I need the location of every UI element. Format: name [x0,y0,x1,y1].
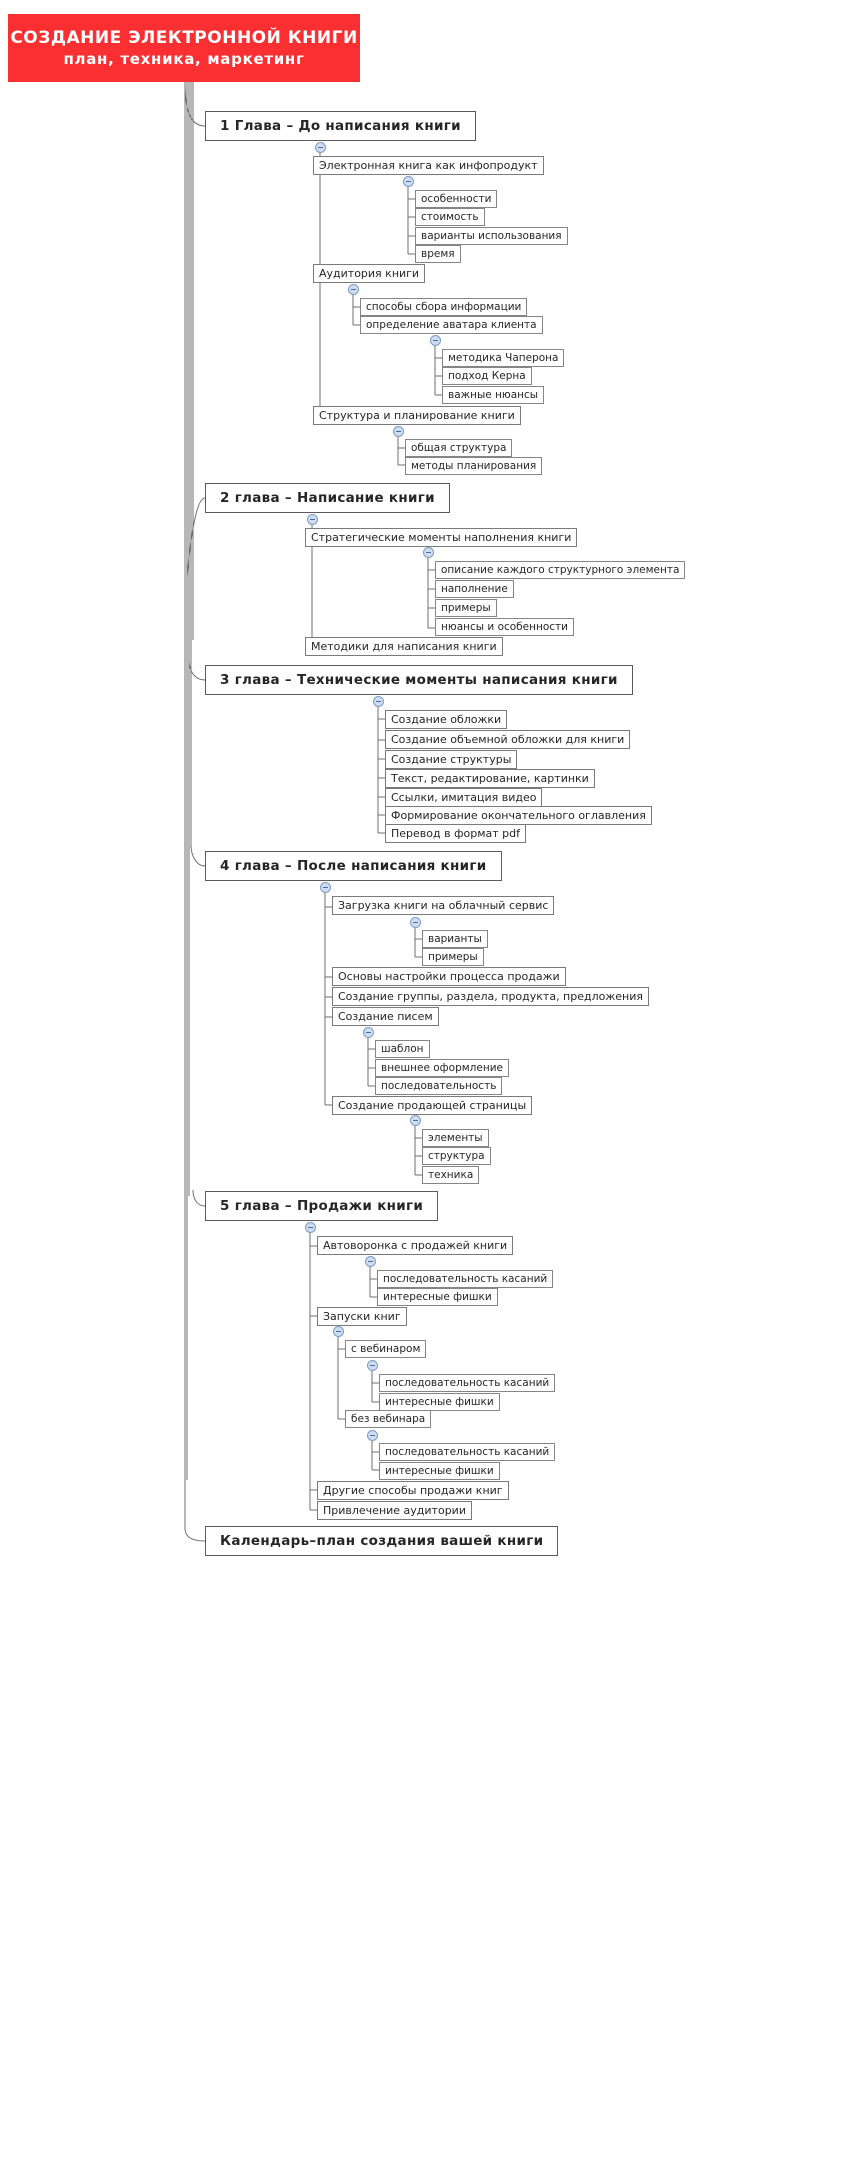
node-c4-n5-2[interactable]: структура [422,1147,491,1165]
toggle-chapter-1[interactable] [315,142,326,153]
toggle-c2-n1[interactable] [423,547,434,558]
node-c1-n3[interactable]: Структура и планирование книги [313,406,521,425]
toggle-chapter-4[interactable] [320,882,331,893]
node-c3-n7[interactable]: Перевод в формат pdf [385,824,526,843]
node-c2-n1-2[interactable]: наполнение [435,580,514,598]
toggle-c1-n2-2[interactable] [430,335,441,346]
toggle-chapter-5[interactable] [305,1222,316,1233]
node-c5-n2-2-2[interactable]: интересные фишки [379,1462,500,1480]
node-c5-n2-2-1[interactable]: последовательность касаний [379,1443,556,1461]
toggle-chapter-3[interactable] [373,696,384,707]
node-calendar-plan[interactable]: Календарь–план создания вашей книги [205,1526,559,1556]
node-c5-n4[interactable]: Привлечение аудитории [317,1501,472,1520]
node-c3-n5[interactable]: Ссылки, имитация видео [385,788,543,807]
node-c1-n3-1[interactable]: общая структура [405,439,513,457]
toggle-c4-n5[interactable] [410,1115,421,1126]
node-c5-n2[interactable]: Запуски книг [317,1307,407,1326]
node-c5-n2-1-2[interactable]: интересные фишки [379,1393,500,1411]
node-c4-n1-2[interactable]: примеры [422,948,484,966]
node-c5-n2-1[interactable]: с вебинаром [345,1340,427,1358]
node-c1-n1-2[interactable]: стоимость [415,208,485,226]
node-chapter-3[interactable]: 3 глава – Технические моменты написания … [205,665,633,695]
node-c1-n2-2-2[interactable]: подход Керна [442,367,532,385]
node-c3-n6[interactable]: Формирование окончательного оглавления [385,806,652,825]
node-c4-n4-1[interactable]: шаблон [375,1040,430,1058]
node-c1-n2[interactable]: Аудитория книги [313,264,426,283]
node-c4-n2[interactable]: Основы настройки процесса продажи [332,967,566,986]
toggle-c4-n1[interactable] [410,917,421,928]
title-line-1: СОЗДАНИЕ ЭЛЕКТРОННОЙ КНИГИ [10,28,358,48]
node-c4-n4[interactable]: Создание писем [332,1007,439,1026]
toggle-c5-n2-1[interactable] [367,1360,378,1371]
node-c2-n1-4[interactable]: нюансы и особенности [435,618,574,636]
node-chapter-2[interactable]: 2 глава – Написание книги [205,483,450,513]
node-c1-n1-4[interactable]: время [415,245,461,263]
mindmap-title-banner: СОЗДАНИЕ ЭЛЕКТРОННОЙ КНИГИ план, техника… [8,14,360,82]
node-c5-n2-2[interactable]: без вебинара [345,1410,432,1428]
node-c1-n2-1[interactable]: способы сбора информации [360,298,528,316]
node-c4-n4-3[interactable]: последовательность [375,1077,503,1095]
node-c4-n5-3[interactable]: техника [422,1166,480,1184]
node-c2-n2[interactable]: Методики для написания книги [305,637,503,656]
toggle-c1-n2[interactable] [348,284,359,295]
node-c3-n4[interactable]: Текст, редактирование, картинки [385,769,595,788]
node-c4-n1[interactable]: Загрузка книги на облачный сервис [332,896,555,915]
toggle-c4-n4[interactable] [363,1027,374,1038]
node-c4-n1-1[interactable]: варианты [422,930,488,948]
node-c5-n1-2[interactable]: интересные фишки [377,1288,498,1306]
node-c5-n1-1[interactable]: последовательность касаний [377,1270,554,1288]
node-c5-n1[interactable]: Автоворонка с продажей книги [317,1236,514,1255]
node-c4-n5[interactable]: Создание продающей страницы [332,1096,533,1115]
toggle-chapter-2[interactable] [307,514,318,525]
node-c3-n3[interactable]: Создание структуры [385,750,518,769]
node-c4-n4-2[interactable]: внешнее оформление [375,1059,509,1077]
node-c1-n1[interactable]: Электронная книга как инфопродукт [313,156,544,175]
node-c1-n3-2[interactable]: методы планирования [405,457,543,475]
toggle-c5-n1[interactable] [365,1256,376,1267]
node-c4-n5-1[interactable]: элементы [422,1129,489,1147]
node-c2-n1[interactable]: Стратегические моменты наполнения книги [305,528,578,547]
node-c5-n2-1-1[interactable]: последовательность касаний [379,1374,556,1392]
node-chapter-4[interactable]: 4 глава – После написания книги [205,851,502,881]
node-c1-n1-1[interactable]: особенности [415,190,498,208]
node-chapter-1[interactable]: 1 Глава – До написания книги [205,111,476,141]
toggle-c1-n3[interactable] [393,426,404,437]
node-chapter-5[interactable]: 5 глава – Продажи книги [205,1191,439,1221]
node-c2-n1-1[interactable]: описание каждого структурного элемента [435,561,686,579]
node-c1-n2-2-1[interactable]: методика Чаперона [442,349,565,367]
node-c3-n2[interactable]: Создание объемной обложки для книги [385,730,631,749]
node-c3-n1[interactable]: Создание обложки [385,710,508,729]
node-c5-n3[interactable]: Другие способы продажи книг [317,1481,509,1500]
node-c1-n2-2-3[interactable]: важные нюансы [442,386,545,404]
toggle-c1-n1[interactable] [403,176,414,187]
toggle-c5-n2-2[interactable] [367,1430,378,1441]
title-line-2: план, техника, маркетинг [63,50,305,68]
node-c1-n1-3[interactable]: варианты использования [415,227,568,245]
toggle-c5-n2[interactable] [333,1326,344,1337]
node-c4-n3[interactable]: Создание группы, раздела, продукта, пред… [332,987,650,1006]
node-c2-n1-3[interactable]: примеры [435,599,497,617]
node-c1-n2-2[interactable]: определение аватара клиента [360,316,543,334]
